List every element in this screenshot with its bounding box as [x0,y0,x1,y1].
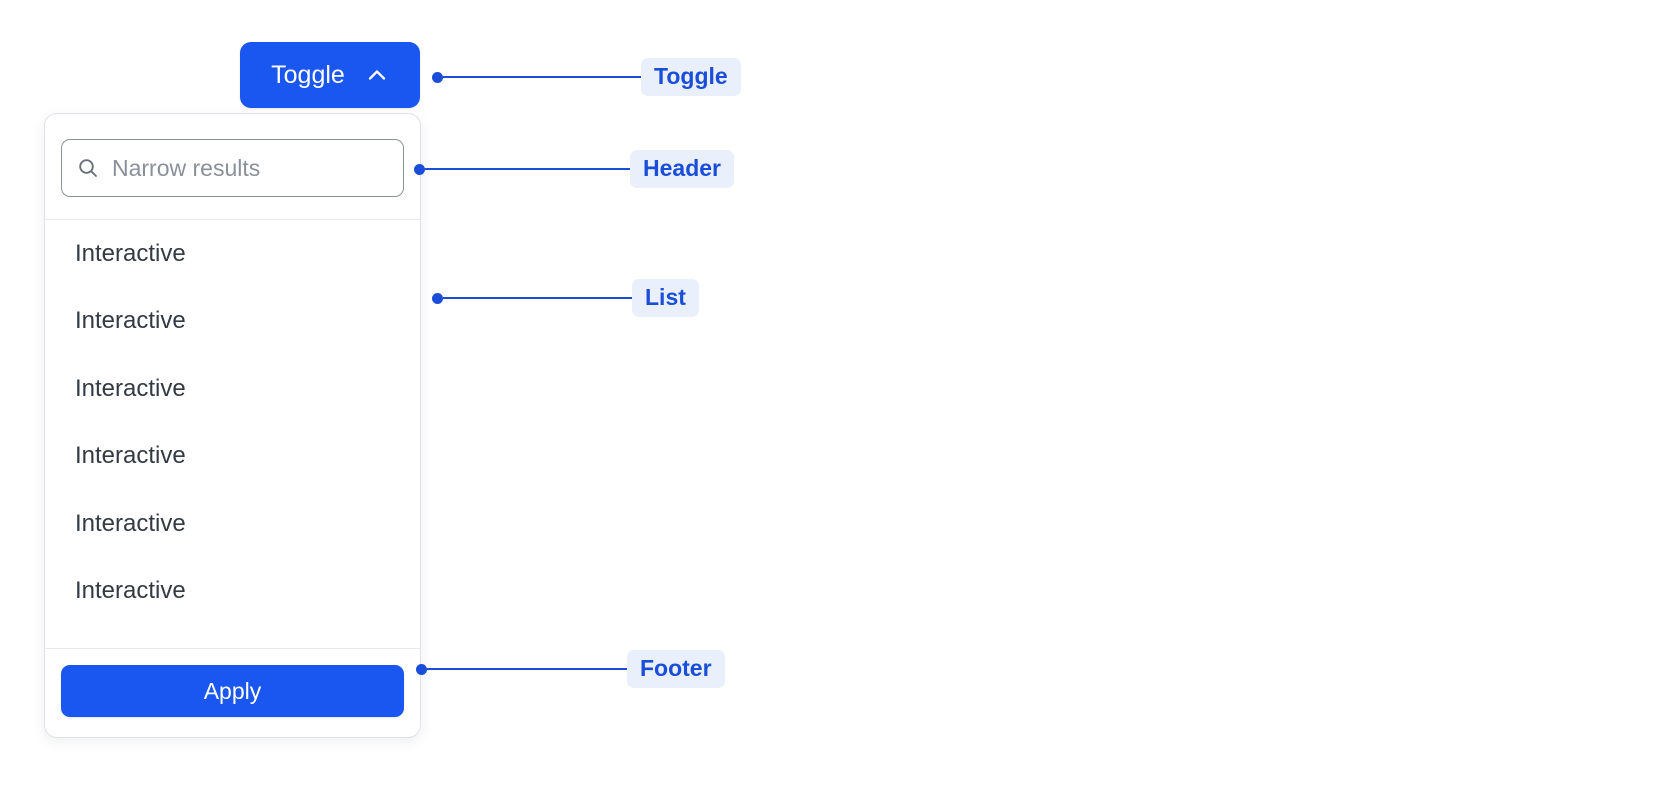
toggle-button-label: Toggle [271,60,345,89]
dropdown-header [45,114,420,220]
annotation-leader-line [425,168,630,170]
list-item[interactable]: Interactive [45,355,420,423]
annotation-dot-icon [414,163,425,175]
annotation-footer: Footer [416,649,725,689]
annotation-toggle: Toggle [432,57,741,97]
annotation-list: List [432,278,699,318]
list-item[interactable]: Interactive [45,558,420,626]
list-item[interactable]: Interactive [45,288,420,356]
list-item-label: Interactive [75,239,186,267]
annotation-label-footer: Footer [627,649,725,689]
dropdown-option-list: Interactive Interactive Interactive Inte… [45,220,420,648]
list-item-label: Interactive [75,509,186,537]
dropdown-panel: Interactive Interactive Interactive Inte… [44,113,421,738]
annotation-label-toggle: Toggle [641,57,741,97]
annotation-leader-line [443,297,632,299]
annotation-label-list: List [632,278,699,318]
list-item[interactable]: Interactive [45,490,420,558]
annotation-header: Header [414,149,734,189]
annotation-leader-line [443,76,641,78]
annotation-dot-icon [416,663,427,675]
search-field[interactable] [61,139,404,197]
list-item[interactable]: Interactive [45,220,420,288]
list-item-label: Interactive [75,374,186,402]
chevron-up-icon [365,63,389,87]
annotation-dot-icon [432,71,443,83]
toggle-button[interactable]: Toggle [240,42,420,108]
search-input[interactable] [112,154,389,182]
search-icon [76,156,100,180]
apply-button[interactable]: Apply [61,665,404,717]
annotation-dot-icon [432,292,443,304]
list-item-label: Interactive [75,442,186,470]
annotation-leader-line [427,668,627,670]
list-item-label: Interactive [75,307,186,335]
annotation-label-header: Header [630,149,734,189]
list-item-label: Interactive [75,577,186,605]
list-item[interactable]: Interactive [45,423,420,491]
dropdown-footer: Apply [45,648,420,737]
